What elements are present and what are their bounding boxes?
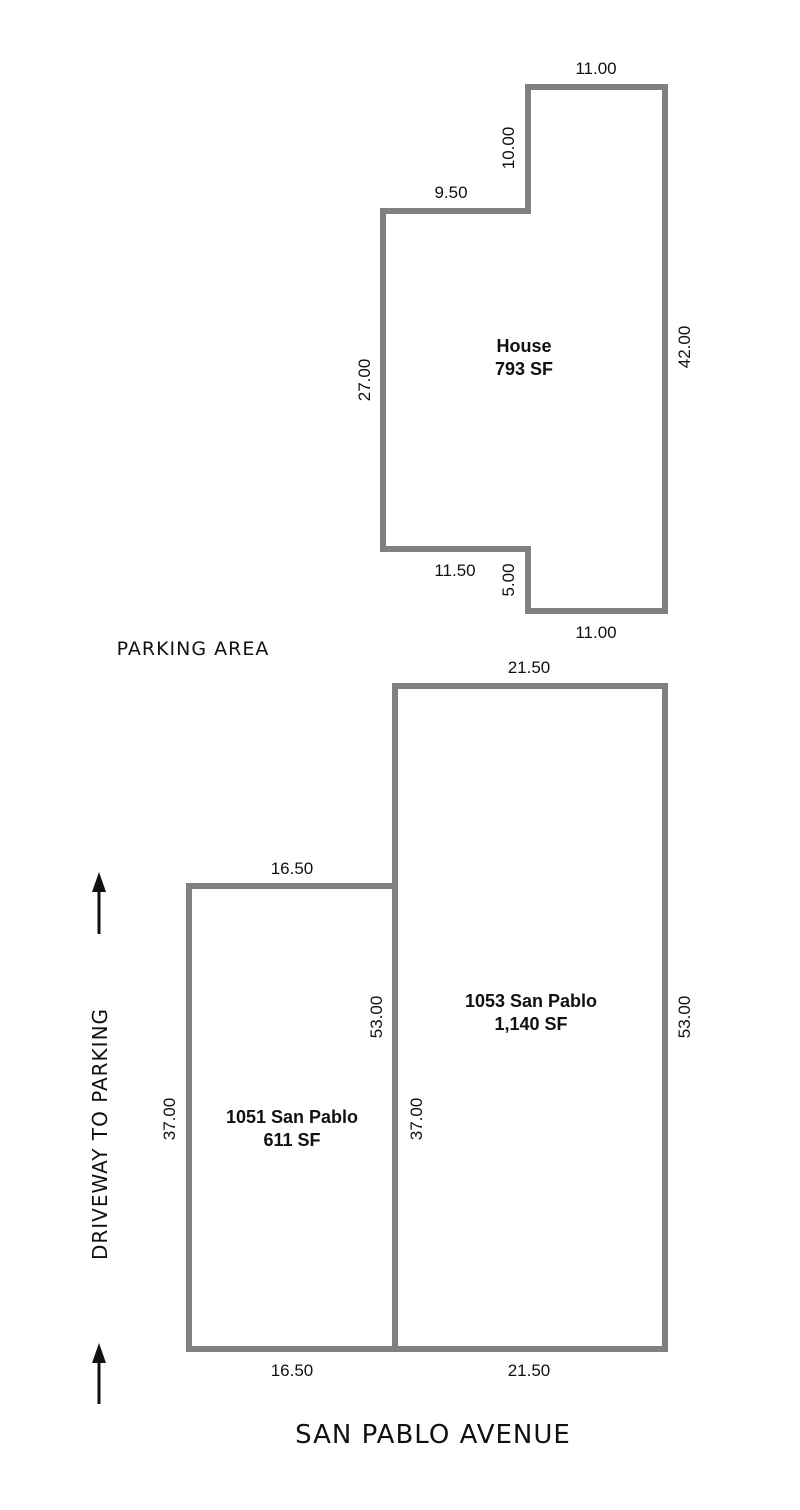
up-arrow-icon (92, 872, 106, 934)
unit-1051-area: 611 SF (263, 1130, 320, 1150)
house-dim-right: 42.00 (675, 326, 694, 369)
unit-1053-dim-top: 21.50 (508, 658, 551, 677)
driveway-label: DRIVEWAY TO PARKING (88, 1008, 112, 1260)
house-outline (380, 84, 668, 614)
unit-1053-area: 1,140 SF (494, 1014, 567, 1034)
up-arrow-icon (92, 1343, 106, 1404)
street-label: SAN PABLO AVENUE (295, 1420, 571, 1450)
house-dim-lower-step-height: 5.00 (499, 563, 518, 596)
unit-1053-outline (392, 683, 668, 1352)
house-name: House (496, 336, 551, 356)
unit-1053-dim-bottom: 21.50 (508, 1361, 551, 1380)
house-dim-left: 27.00 (355, 359, 374, 402)
unit-1053-name: 1053 San Pablo (465, 991, 597, 1011)
unit-1051-dim-bottom: 16.50 (271, 1361, 314, 1380)
house-dim-upper-step-height: 10.00 (499, 127, 518, 170)
unit-1053-dim-left: 37.00 (407, 1098, 426, 1141)
unit-1051-dim-top: 16.50 (271, 859, 314, 878)
unit-1051-dim-left: 37.00 (160, 1098, 179, 1141)
house-dim-bottom: 11.00 (575, 623, 616, 642)
unit-1053-dim-right: 53.00 (675, 996, 694, 1039)
house-dim-lower-step-width: 11.50 (434, 561, 475, 580)
unit-1051-dim-right-upper: 53.00 (367, 996, 386, 1039)
house-dim-top: 11.00 (575, 59, 616, 78)
house-area: 793 SF (495, 359, 553, 379)
house-dim-upper-step-width: 9.50 (434, 183, 467, 202)
unit-1051-name: 1051 San Pablo (226, 1107, 358, 1127)
parking-area-label: PARKING AREA (117, 638, 270, 660)
